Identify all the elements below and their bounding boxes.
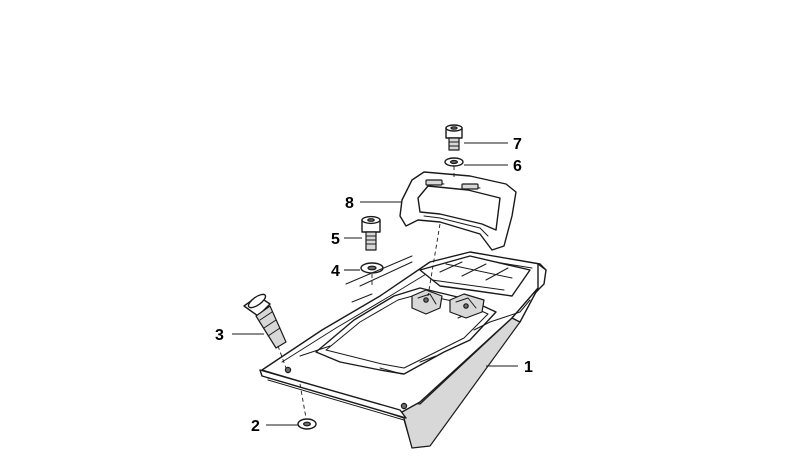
callout-2: 2: [251, 418, 260, 435]
callout-5: 5: [331, 231, 340, 248]
callouts: 1 2 3 4 5 6 7 8: [215, 136, 533, 435]
long-bolt: [243, 293, 287, 349]
washer-top: [444, 157, 464, 167]
assembly-lines: [277, 166, 455, 419]
callout-6: 6: [513, 158, 522, 175]
washer-bottom: [297, 418, 317, 430]
screw-top: [445, 124, 463, 151]
callout-3: 3: [215, 327, 224, 344]
carrier-base-plate: [259, 251, 547, 449]
callout-8: 8: [345, 195, 354, 212]
screw-middle: [361, 215, 381, 251]
grab-handle: [399, 171, 517, 251]
callout-7: 7: [513, 136, 522, 153]
leader-lines: [232, 142, 518, 426]
washer-middle: [360, 262, 384, 274]
callout-4: 4: [331, 263, 340, 280]
callout-1: 1: [524, 359, 533, 376]
